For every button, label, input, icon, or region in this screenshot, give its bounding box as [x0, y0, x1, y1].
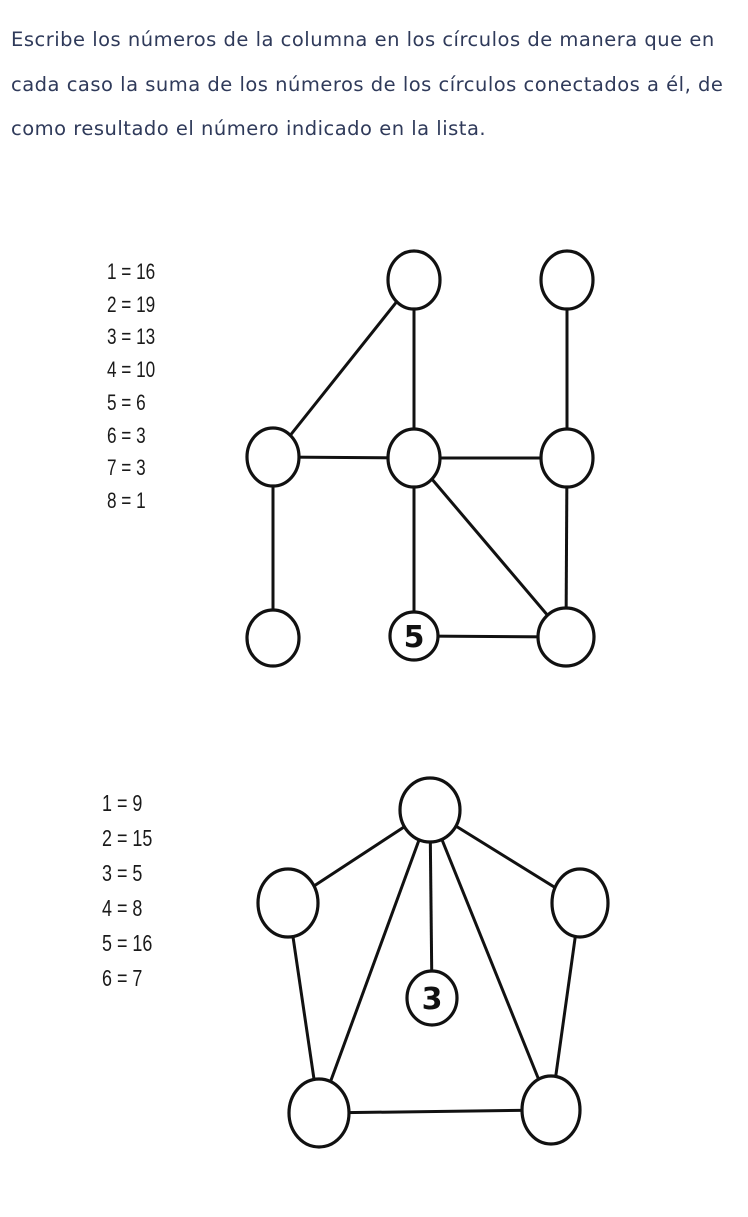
graph-node [287, 1077, 351, 1149]
graph-node [245, 426, 301, 488]
graph-node [539, 427, 595, 489]
legend-item: 3 = 5 [102, 860, 143, 886]
puzzle-2: 1 = 9 2 = 15 3 = 5 4 = 8 5 = 16 6 = 7 3 [0, 770, 748, 1170]
edge [412, 457, 568, 638]
graph-node [520, 1074, 582, 1146]
legend-item: 6 = 3 [107, 422, 146, 448]
graph-node-given [405, 969, 459, 1027]
graph-node [386, 249, 442, 311]
legend-item: 8 = 1 [107, 487, 146, 513]
given-number: 3 [422, 982, 443, 1017]
legend-item: 2 = 15 [102, 825, 153, 851]
graph-node [245, 608, 301, 668]
legend-item: 6 = 7 [102, 965, 143, 991]
legend-item: 7 = 3 [107, 455, 146, 481]
edge [428, 809, 553, 1111]
graph-node-given [388, 610, 440, 662]
legend-item: 3 = 13 [107, 324, 156, 350]
graph-node [536, 606, 596, 668]
instructions-text: Escribe los números de la columna en los… [11, 28, 724, 140]
legend-item: 4 = 10 [107, 357, 156, 383]
graph-node [550, 867, 610, 939]
legend-item: 5 = 6 [107, 389, 146, 415]
graph-node [256, 867, 320, 939]
graph-node [539, 249, 595, 311]
edge [317, 809, 432, 1114]
legend-item: 2 = 19 [107, 291, 156, 317]
edge [318, 1108, 552, 1115]
legend-item: 1 = 9 [102, 790, 143, 816]
edge [271, 279, 416, 458]
given-number: 5 [404, 620, 425, 655]
puzzle-1: 1 = 16 2 = 19 3 = 13 4 = 10 5 = 6 6 = 3 … [0, 240, 748, 680]
puzzle-1-graph: 5 [245, 249, 596, 668]
puzzle-1-legend: 1 = 16 2 = 19 3 = 13 4 = 10 5 = 6 6 = 3 … [107, 256, 155, 518]
legend-item: 5 = 16 [102, 930, 153, 956]
puzzle-2-legend: 1 = 9 2 = 15 3 = 5 4 = 8 5 = 16 6 = 7 [102, 786, 152, 996]
graph-node [398, 776, 462, 844]
graph-node [386, 427, 442, 489]
legend-item: 4 = 8 [102, 895, 143, 921]
puzzle-2-graph: 3 [256, 776, 610, 1149]
legend-item: 1 = 16 [107, 259, 156, 284]
